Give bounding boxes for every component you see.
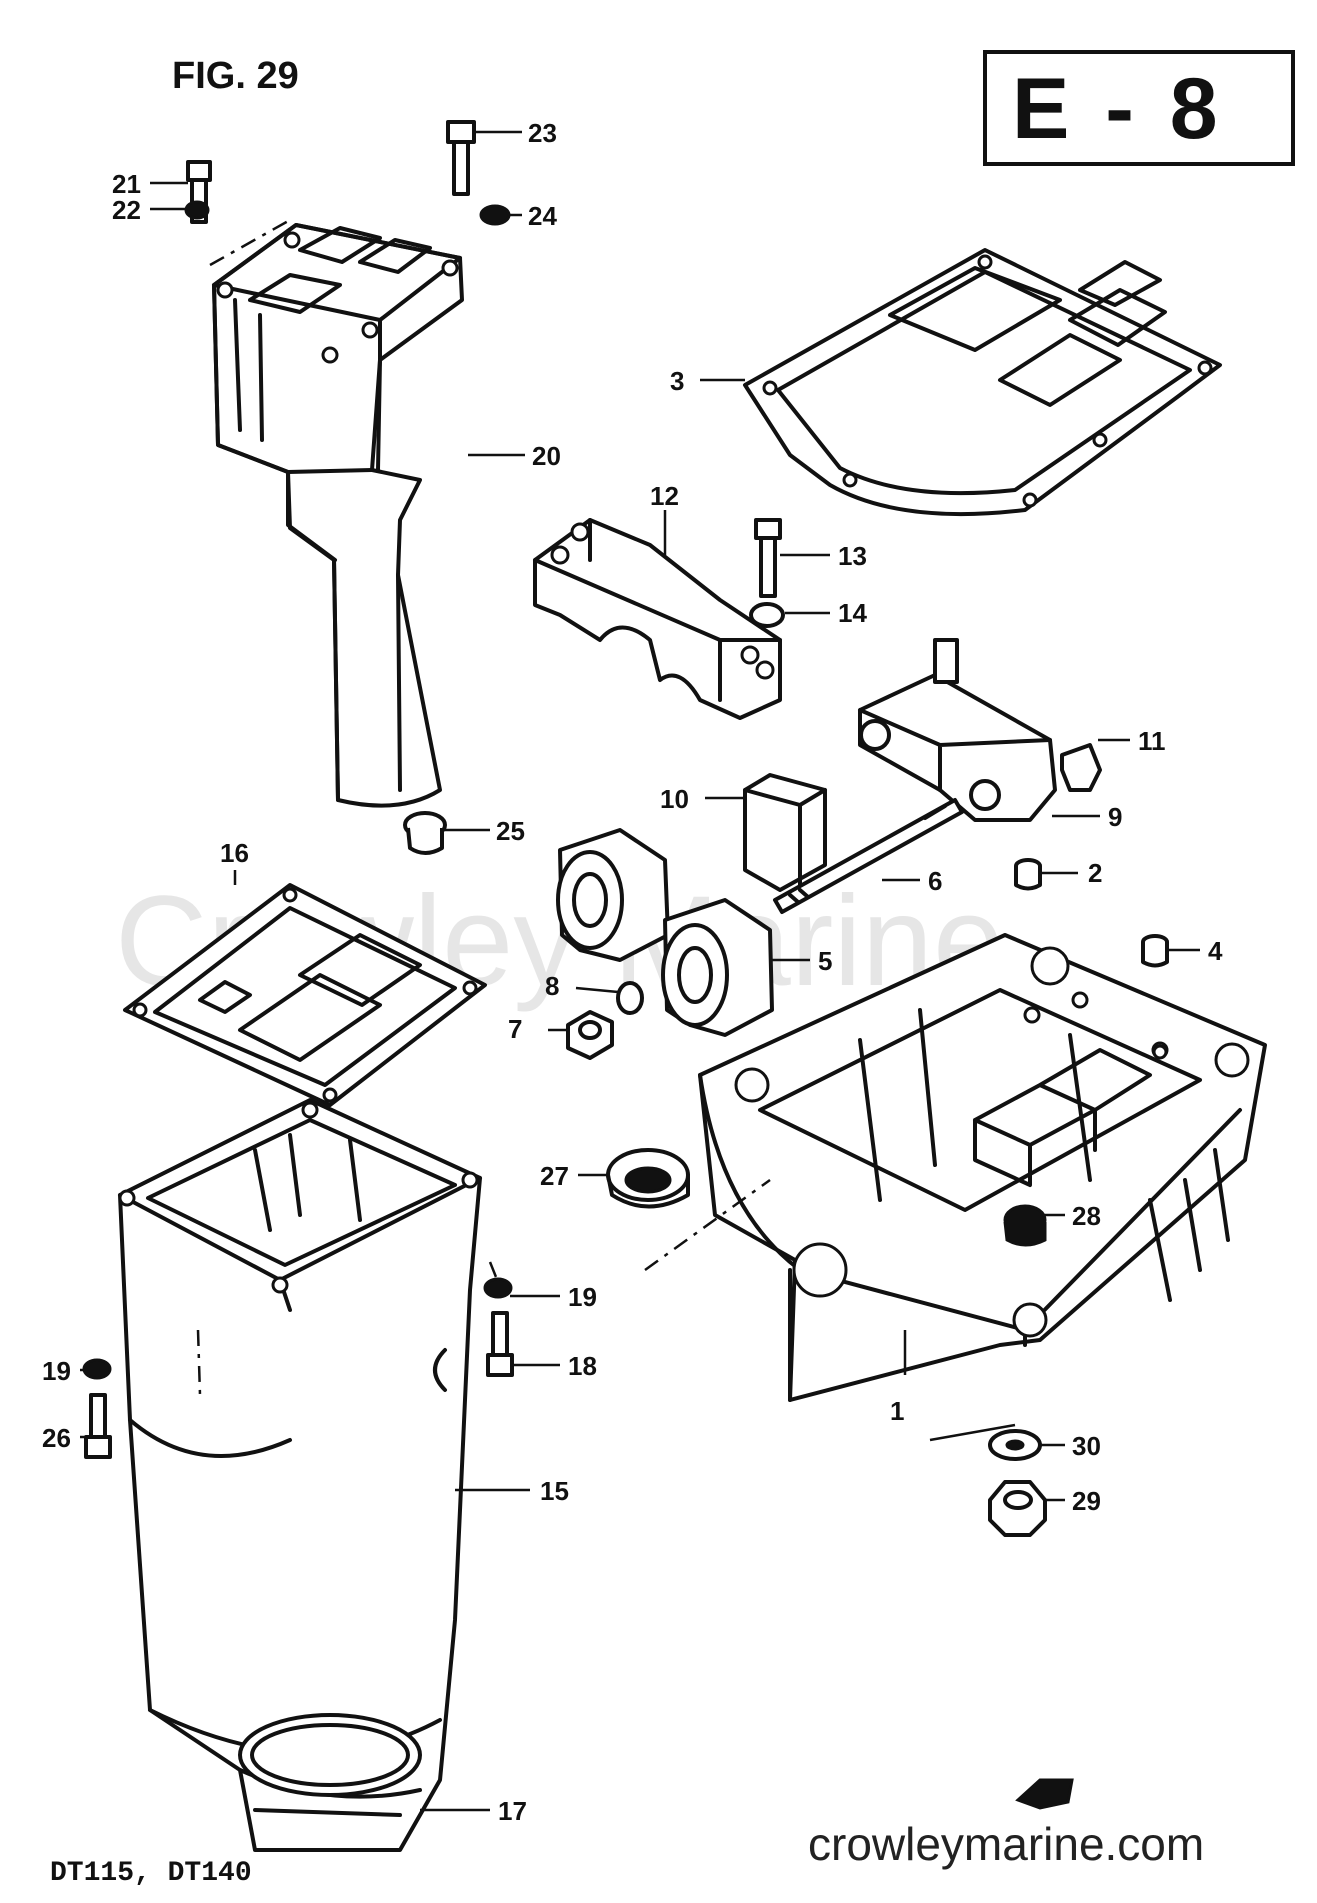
- part-20-exhaust-tube: [212, 223, 464, 808]
- callout-6: 6: [928, 866, 942, 896]
- figure-title: FIG. 29: [172, 55, 299, 97]
- callout-21: 21: [112, 169, 141, 199]
- model-list: DT115, DT140: [50, 1858, 252, 1889]
- leader-lines: [80, 130, 1200, 1812]
- callout-24: 24: [528, 201, 557, 231]
- callout-9: 9: [1108, 802, 1122, 832]
- callout-labels: 1 2 3 4 5 6 7 8 9 10 11 12 13 14 15 16 1…: [42, 118, 1223, 1826]
- callout-1: 1: [890, 1396, 904, 1426]
- section-code-box: E - 8: [983, 50, 1295, 166]
- callout-2: 2: [1088, 858, 1102, 888]
- part-18-bolt: [486, 1311, 514, 1377]
- part-17-seal-ring: [238, 1713, 422, 1797]
- assembly-line: [209, 218, 291, 267]
- part-4-dowel-pin: [1141, 934, 1169, 968]
- callout-27: 27: [540, 1161, 569, 1191]
- direction-arrow-icon: [1015, 1778, 1074, 1810]
- callout-22: 22: [112, 195, 141, 225]
- part-29-nut: [988, 1480, 1047, 1537]
- callout-5: 5: [818, 946, 832, 976]
- callout-3: 3: [670, 366, 684, 396]
- part-24-washer: [479, 204, 511, 226]
- callout-18: 18: [568, 1351, 597, 1381]
- part-10-rubber-block: [743, 773, 827, 892]
- callout-15: 15: [540, 1476, 569, 1506]
- part-16-gasket: [123, 883, 487, 1107]
- callout-20: 20: [532, 441, 561, 471]
- callout-26: 26: [42, 1423, 71, 1453]
- part-2-dowel-pin: [1014, 858, 1042, 891]
- callout-12: 12: [650, 481, 679, 511]
- section-code: E - 8: [1012, 61, 1224, 157]
- part-30-washer: [988, 1429, 1042, 1461]
- part-27-seal: [606, 1148, 690, 1209]
- callout-4: 4: [1208, 936, 1223, 966]
- part-19-washer-right: [483, 1277, 513, 1299]
- part-9-mount-bar: [858, 638, 1057, 822]
- callout-28: 28: [1072, 1201, 1101, 1231]
- assembly-line-housing: [196, 1261, 500, 1396]
- callout-14: 14: [838, 598, 867, 628]
- assembly-line-27: [644, 1178, 771, 1272]
- part-11-cap: [1060, 743, 1102, 792]
- callout-16: 16: [220, 838, 249, 868]
- part-1-housing-adapter: [698, 933, 1267, 1402]
- part-23-bolt: [446, 120, 476, 196]
- part-5-rubber-mount-lower: [661, 898, 774, 1037]
- website-url[interactable]: crowleymarine.com: [808, 1818, 1204, 1870]
- part-12-mount-bracket: [533, 518, 782, 720]
- callout-17: 17: [498, 1796, 527, 1826]
- part-3-gasket: [743, 248, 1222, 517]
- callout-8: 8: [545, 971, 559, 1001]
- part-7-nut: [566, 1010, 614, 1060]
- callout-30: 30: [1072, 1431, 1101, 1461]
- callout-13: 13: [838, 541, 867, 571]
- callout-10: 10: [660, 784, 689, 814]
- part-6-stud: [773, 798, 964, 914]
- callout-19-right: 19: [568, 1282, 597, 1312]
- part-19-washer-left: [82, 1358, 112, 1380]
- part-13-bolt: [754, 518, 782, 598]
- callout-11: 11: [1138, 726, 1166, 756]
- part-8-washer: [616, 981, 644, 1015]
- part-28-plug: [1003, 1204, 1047, 1247]
- part-5-rubber-mount-upper: [556, 828, 670, 962]
- callout-23: 23: [528, 118, 557, 148]
- part-26-bolt: [84, 1393, 112, 1459]
- part-15-drive-shaft-housing: [118, 1098, 482, 1852]
- part-22-washer: [184, 200, 210, 220]
- part-14-washer: [749, 602, 785, 628]
- callout-7: 7: [508, 1014, 522, 1044]
- callout-29: 29: [1072, 1486, 1101, 1516]
- part-25-grommet: [403, 811, 447, 855]
- callout-25: 25: [496, 816, 525, 846]
- callout-19-left: 19: [42, 1356, 71, 1386]
